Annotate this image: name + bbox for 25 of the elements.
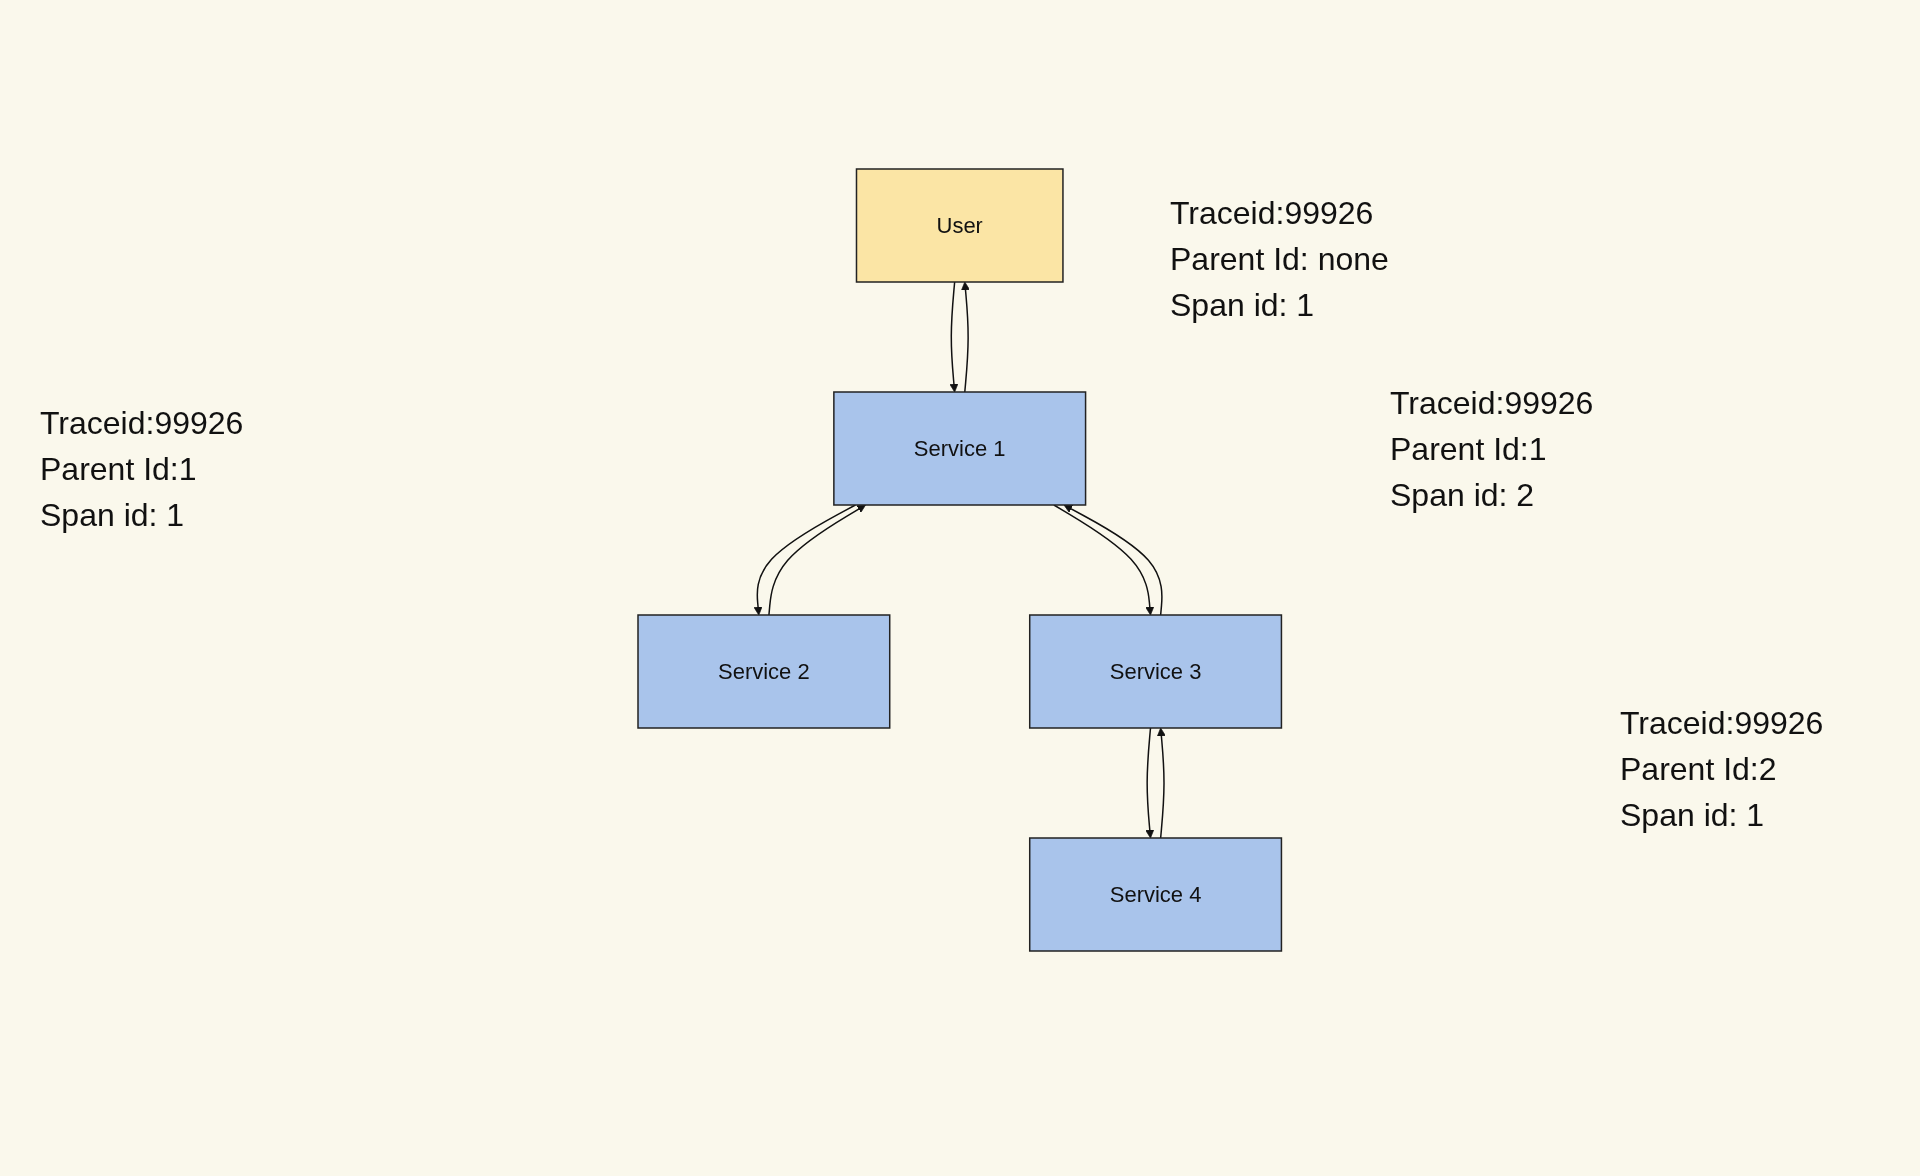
trace-info-text: Parent Id:1 — [1390, 430, 1548, 469]
arrow — [1063, 504, 1163, 616]
arrow — [961, 281, 971, 393]
trace-info-text: Span id: 2 — [1390, 476, 1536, 515]
arrow — [1053, 504, 1155, 616]
node-box: Service 4 — [1029, 837, 1283, 952]
node-box: Service 1 — [833, 391, 1087, 506]
arrow — [1145, 727, 1155, 839]
trace-info-text: Parent Id: none — [1170, 240, 1389, 279]
arrow — [1157, 727, 1167, 839]
arrow — [949, 281, 959, 393]
trace-info-text: Span id: 1 — [1170, 286, 1316, 325]
arrow — [768, 504, 867, 616]
trace-info-text: Span id: 1 — [40, 496, 186, 535]
trace-info-text: Parent Id:1 — [40, 450, 198, 489]
node-box: Service 3 — [1029, 614, 1283, 729]
trace-info-text: Span id: 1 — [1620, 796, 1766, 835]
trace-info-text: Parent Id:2 — [1620, 750, 1778, 789]
trace-info-text: Traceid:99926 — [40, 404, 244, 443]
trace-info-text: Traceid:99926 — [1620, 704, 1824, 743]
arrow — [753, 504, 857, 616]
trace-info-text: Traceid:99926 — [1170, 194, 1375, 233]
node-box: User — [856, 168, 1064, 283]
trace-info-text: Traceid:99926 — [1390, 384, 1594, 423]
node-box: Service 2 — [637, 614, 891, 729]
